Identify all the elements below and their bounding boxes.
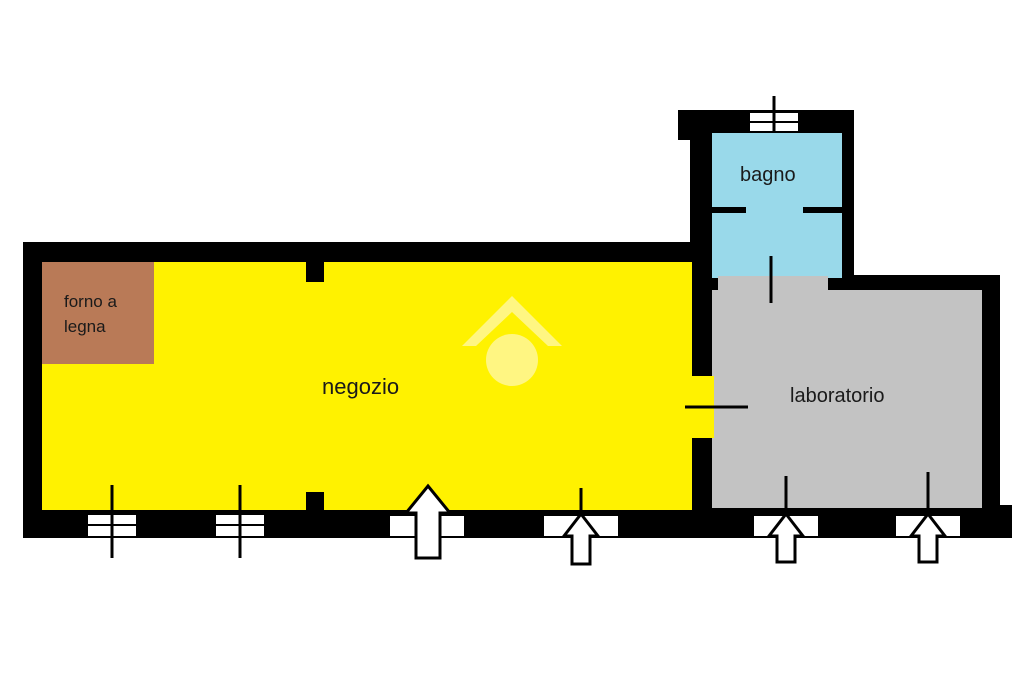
room-forno xyxy=(42,262,154,364)
window-icon xyxy=(88,485,136,558)
logo-watermark-icon xyxy=(462,296,562,386)
label-forno-line1: forno a xyxy=(64,292,117,311)
label-laboratorio: laboratorio xyxy=(790,385,885,407)
pillar-top xyxy=(306,262,324,282)
entrances xyxy=(390,472,960,566)
window-icon xyxy=(216,485,264,558)
label-negozio: negozio xyxy=(322,374,399,399)
arrow-up-icon xyxy=(402,483,454,560)
stub-bagno-left xyxy=(712,207,746,213)
windows xyxy=(88,96,798,558)
interior-walls xyxy=(306,207,842,510)
label-forno-line2: legna xyxy=(64,317,106,336)
stub-bagno-right xyxy=(803,207,842,213)
lab-wall-left xyxy=(692,438,712,510)
arrow-up-icon xyxy=(907,511,949,564)
room-laboratorio xyxy=(712,290,982,508)
opening-bagno-lab xyxy=(718,276,828,292)
arrow-up-icon xyxy=(765,511,807,564)
door-marks xyxy=(685,256,773,409)
pillar-bottom xyxy=(306,492,324,510)
window-icon xyxy=(750,96,798,132)
arrow-up-icon xyxy=(560,511,602,566)
wall-laboratorio-corner xyxy=(990,505,1012,538)
room-bagno xyxy=(712,133,842,278)
label-bagno: bagno xyxy=(740,164,796,186)
